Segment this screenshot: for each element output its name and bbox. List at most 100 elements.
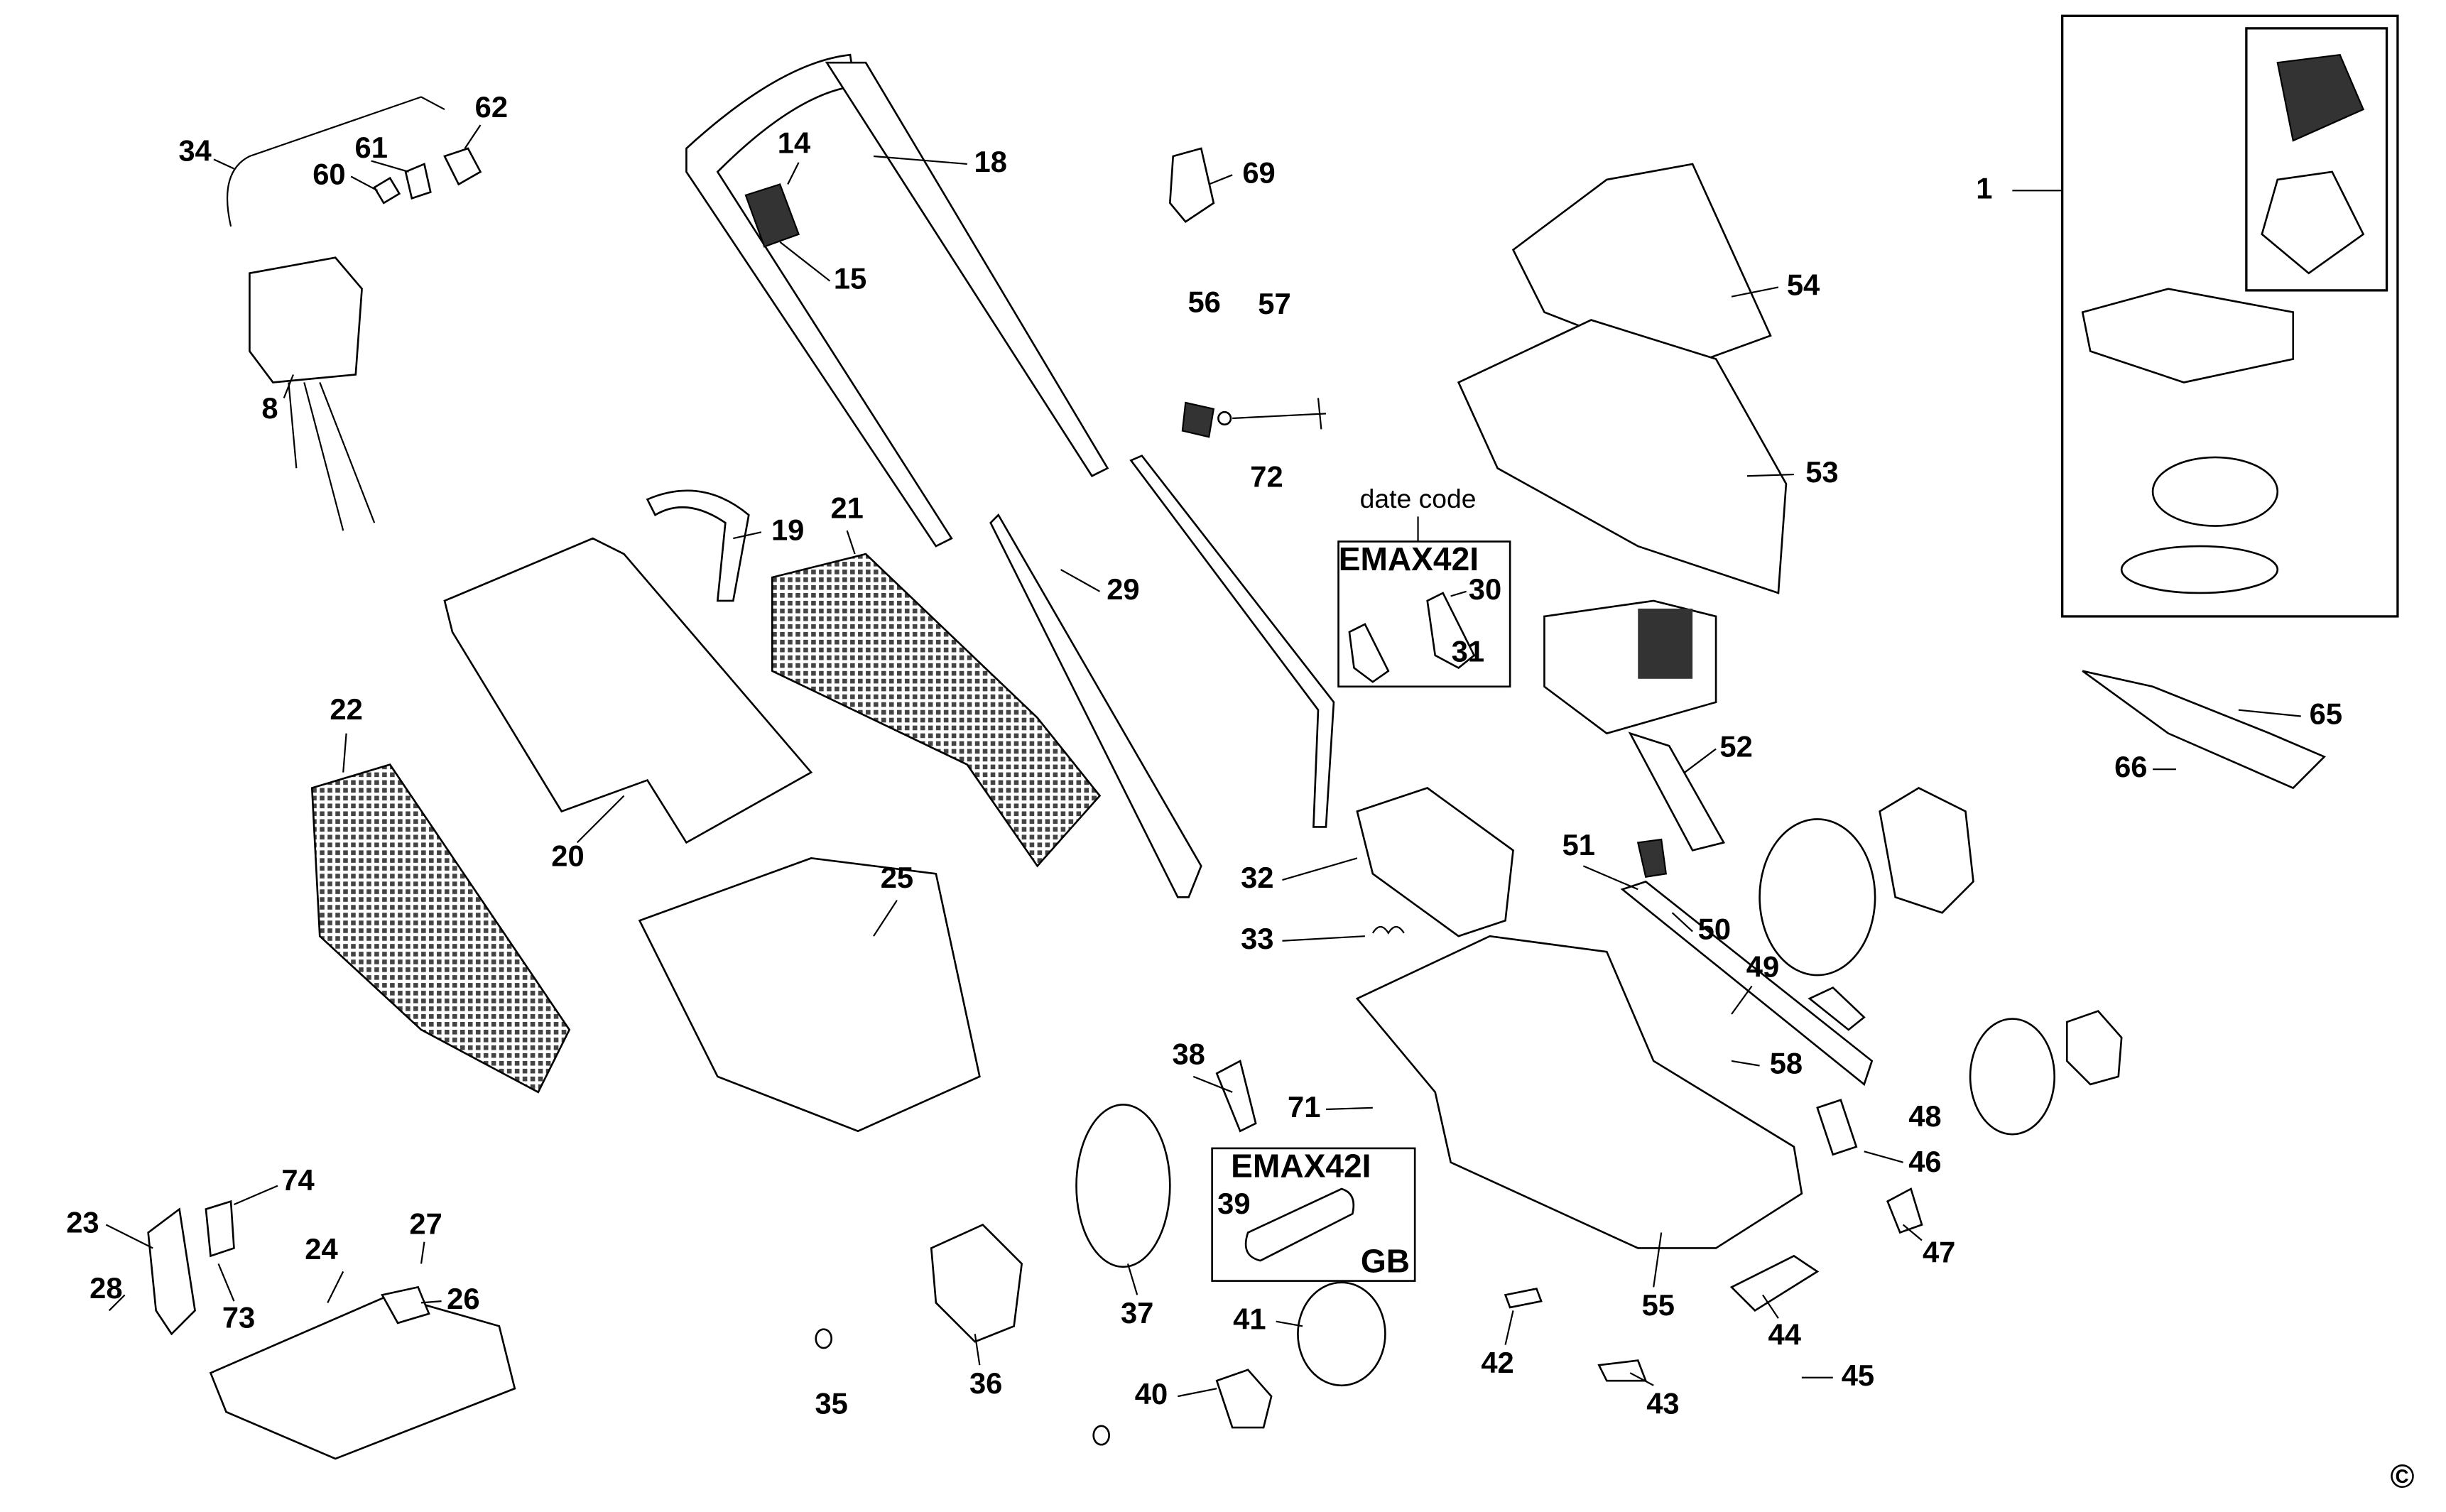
switch-box-part-8 [249,256,363,384]
part-label: 28 [89,1271,122,1305]
part-label: 72 [1250,460,1283,494]
part-label: 39 [1217,1187,1250,1220]
part-label: 38 [1172,1037,1205,1070]
part-label: 55 [1642,1288,1675,1322]
front-wheel-part-37 [1075,1104,1171,1268]
grass-box-part-25 [638,857,981,1133]
part-label: 41 [1233,1302,1266,1336]
part-label: 21 [830,491,863,525]
copyright-mark: © [2391,1458,2415,1495]
part-label: 19 [771,513,804,546]
part-label: 26 [447,1282,479,1315]
upper-handle-part-18 [685,53,953,548]
part-38 [1215,1059,1257,1133]
blade-part-65 [2082,670,2326,790]
mower-deck [1355,935,1803,1249]
rear-wheel-small [1969,1018,2056,1136]
part-label: 51 [1562,828,1595,861]
cord-hook-part-69 [1168,147,1215,223]
wheel-part-41 [1297,1281,1386,1387]
part-label: 8 [261,391,278,425]
part-label: 35 [815,1386,847,1420]
model-name-label: EMAX42I [1231,1148,1371,1185]
part-label: 44 [1768,1318,1801,1351]
part-label: 22 [330,692,362,726]
grass-box-mesh-part-21 [771,553,1102,868]
part-label: 30 [1469,572,1501,606]
roller-part-39 [1244,1187,1355,1262]
part-label: 48 [1908,1099,1941,1133]
model-box-roller [1211,1147,1416,1282]
part-label: 53 [1805,455,1838,489]
part-26 [381,1285,430,1325]
model-box-date-code [1337,540,1511,688]
part-label: 23 [66,1206,99,1239]
part-label: 29 [1107,572,1139,606]
part-label: 66 [2114,750,2147,783]
hub-part-40 [1215,1369,1273,1429]
spring-part-33 [1371,925,1405,935]
region-label: GB [1361,1243,1410,1280]
part-number-labels: 34 61 62 60 14 18 69 1 15 54 8 56 57 72 … [66,90,2414,1495]
part-label: 62 [475,90,508,124]
rear-wheel-large [1759,818,1876,977]
rear-flap-part-24 [209,1293,516,1460]
part-label: 60 [312,158,345,191]
hub-part-36 [930,1223,1023,1343]
knob-part-56 [1181,401,1215,438]
top-cover-part-54 [1511,163,1772,368]
spring-part-58 [1808,986,1866,1156]
motor-inset-box [2245,27,2388,292]
grip-part-19 [646,489,750,602]
part-label: 34 [178,134,211,168]
part-label: 15 [834,262,866,295]
part-label: 58 [1770,1047,1803,1080]
rear-lever-part-23 [147,1207,196,1336]
lever-knob-part-51 [1636,838,1668,878]
handle-clip-part-15 [744,183,800,248]
part-label: 43 [1646,1386,1679,1420]
part-label: 45 [1842,1359,1874,1392]
part-label: 33 [1241,922,1273,955]
part-label: 24 [305,1232,337,1266]
part-74 [205,1200,235,1258]
part-drawings [147,14,2399,1460]
part-label: 14 [778,126,810,160]
part-label: 52 [1719,730,1752,763]
wheel-hub-cap [1879,787,1974,914]
part-44 [1729,1254,1820,1312]
part-label: 49 [1746,950,1779,983]
part-label: 40 [1135,1377,1168,1410]
flap-part-52 [1628,731,1726,852]
part-label: 56 [1187,285,1220,319]
motor-assembly-box [2061,14,2399,618]
part-label: 18 [974,145,1007,178]
part-label: 50 [1698,913,1731,946]
cable-part-34 [226,96,445,227]
part-label: 25 [881,861,913,894]
part-label: 1 [1976,171,1992,205]
part-label: 69 [1242,156,1275,189]
part-label: 54 [1787,268,1820,301]
part-label: 42 [1481,1346,1513,1379]
part-label: 47 [1923,1235,1955,1268]
grass-box-lid-part-20 [443,537,813,844]
control-panel-part-32 [1356,787,1514,937]
grass-box-side-part-22 [310,763,571,1094]
date-code-label: date code [1360,484,1477,513]
lower-handle-part-29 [989,513,1202,898]
model-name-label: EMAX42I [1339,540,1479,577]
part-label: 74 [281,1163,314,1197]
part-label: 32 [1241,861,1273,894]
part-label: 27 [409,1207,442,1241]
part-label: 36 [969,1366,1002,1400]
part-label: 71 [1288,1090,1320,1124]
part-35 [815,1328,833,1349]
leader-lines [105,124,2301,1398]
part-label: 65 [2310,697,2342,731]
part-47 [1886,1187,1923,1234]
part-label: 37 [1121,1296,1153,1329]
part-label: 20 [551,839,584,872]
